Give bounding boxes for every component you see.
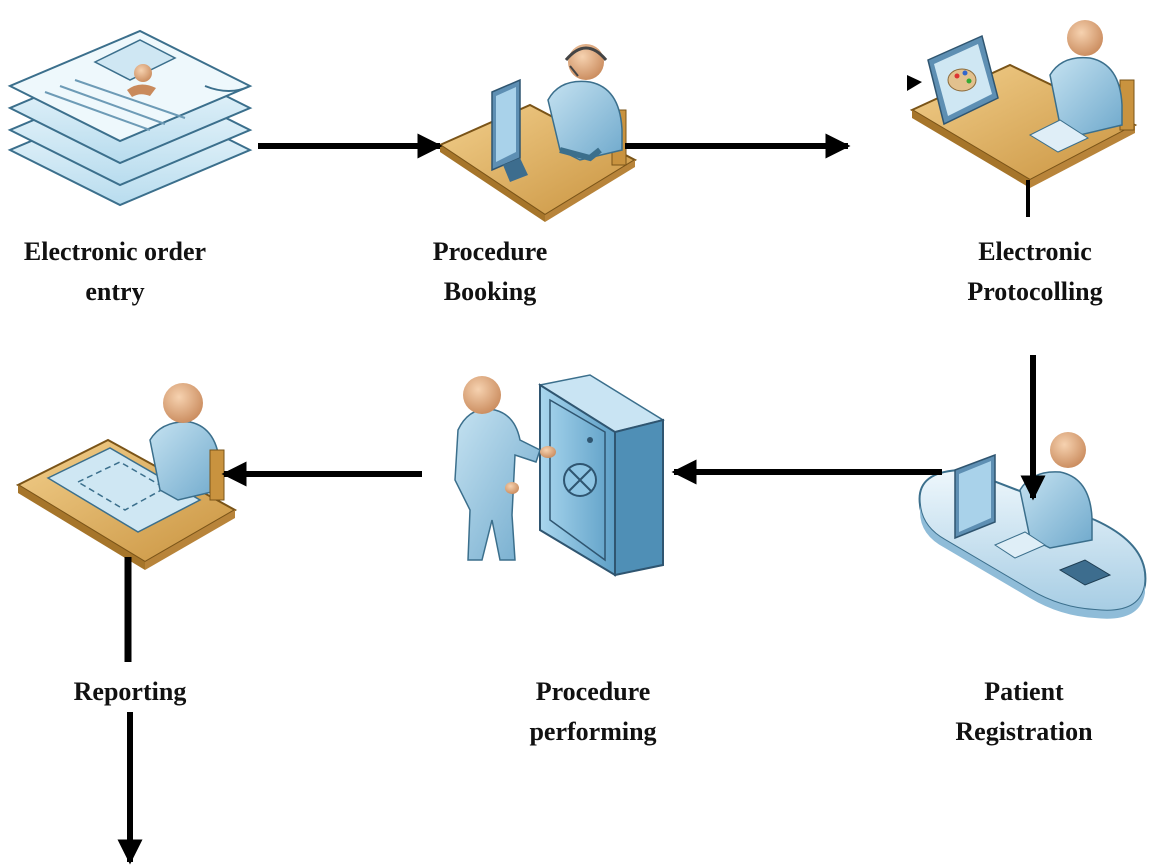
label-line: Reporting [73,677,187,706]
label-reporting: Reporting [40,672,220,712]
label-line: entry [85,277,145,306]
label-line: Procedure [535,677,651,706]
label-patient-registration: Patient Registration [924,672,1124,752]
label-line: Protocolling [967,277,1103,306]
label-electronic-order-entry: Electronic order entry [0,232,230,312]
label-line: Procedure [432,237,548,266]
label-line: Electronic order [23,237,207,266]
label-line: Registration [955,717,1093,746]
label-electronic-protocolling: Electronic Protocolling [935,232,1135,312]
person-at-cabinet-icon [454,374,665,577]
label-procedure-performing: Procedure performing [493,672,693,752]
document-stack-icon [7,29,253,207]
label-line: Booking [443,277,537,306]
label-line: Patient [984,677,1064,706]
desk-operator-headset-icon [437,44,638,222]
label-procedure-booking: Procedure Booking [400,232,580,312]
desk-operator-monitor-icon [907,20,1138,217]
label-line: Electronic [978,237,1092,266]
label-line: performing [529,717,657,746]
person-at-drafting-table-icon [15,383,238,570]
